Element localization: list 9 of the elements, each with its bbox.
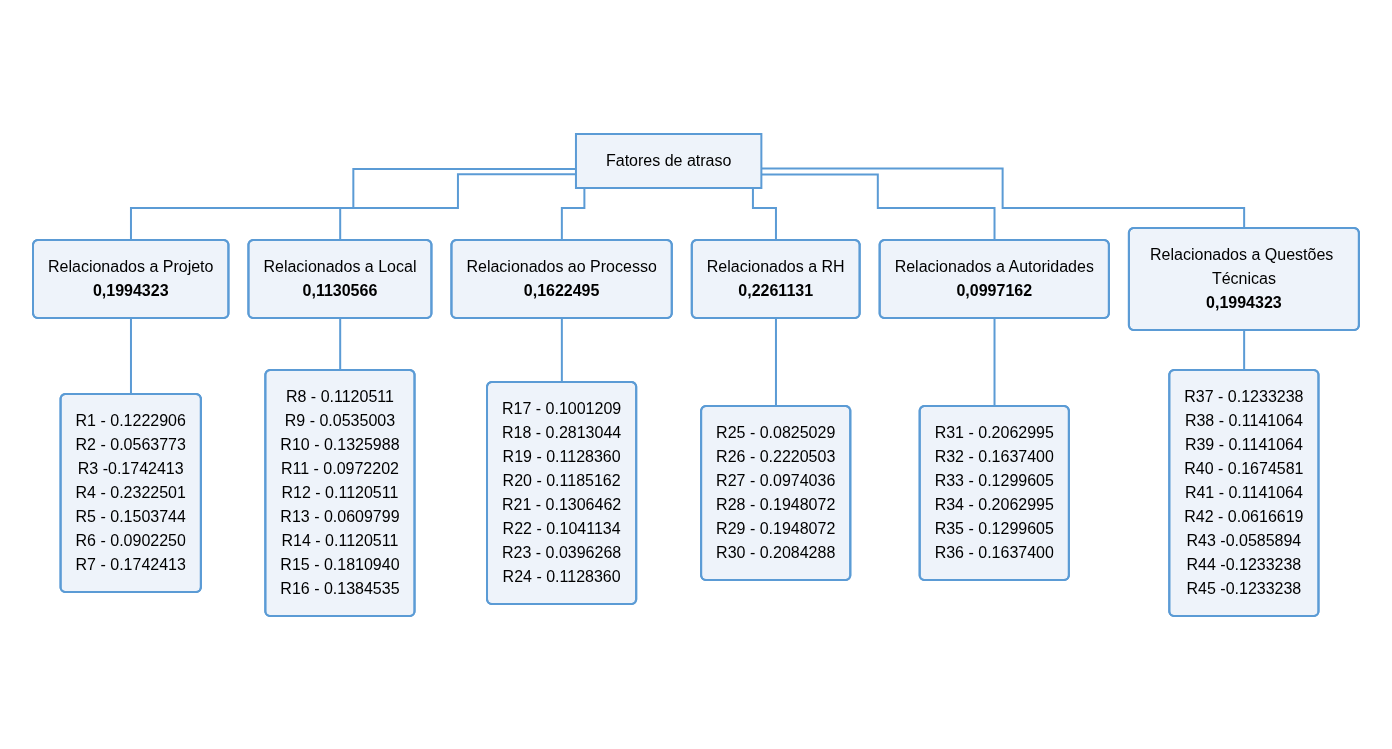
connector bbox=[1243, 329, 1246, 371]
connector bbox=[130, 317, 133, 395]
connector bbox=[339, 317, 342, 371]
connector bbox=[130, 167, 577, 241]
connector bbox=[993, 317, 996, 407]
connector bbox=[339, 172, 577, 241]
node-box: Fatores de atraso bbox=[575, 132, 763, 189]
connector bbox=[560, 317, 564, 383]
connector bbox=[775, 317, 778, 407]
